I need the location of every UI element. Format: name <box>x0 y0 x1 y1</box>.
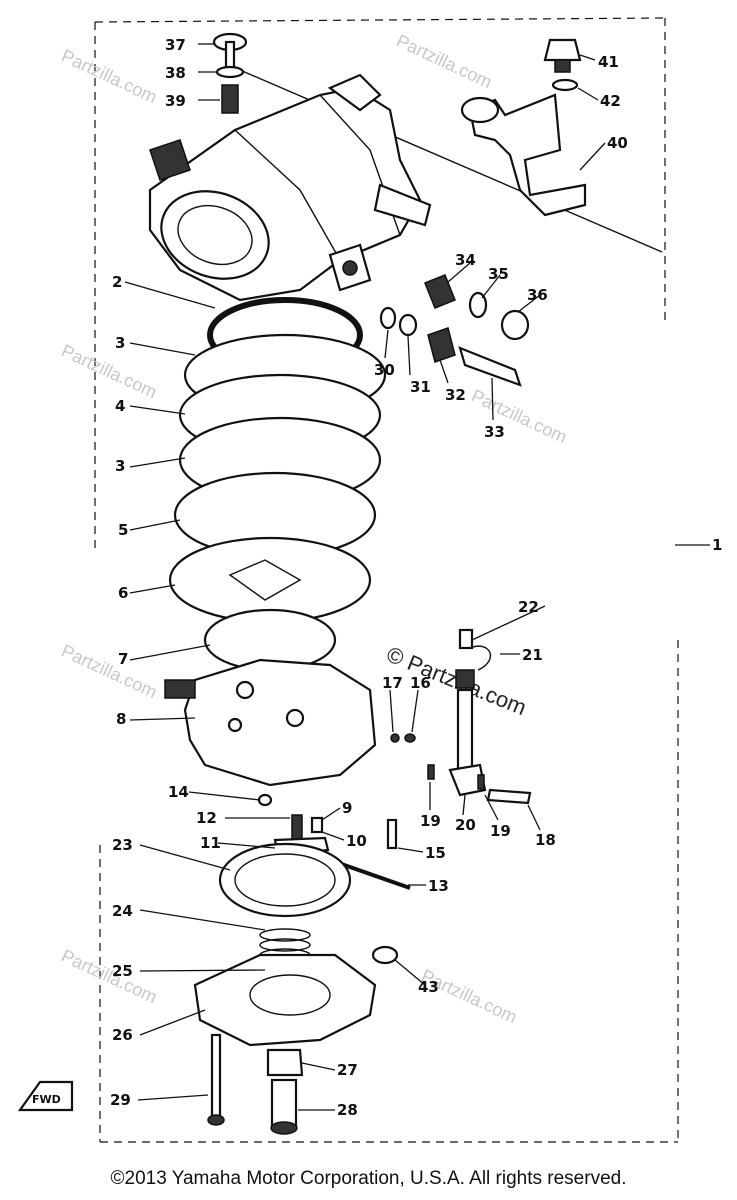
carburetor-body <box>148 73 432 302</box>
callout-3: 3 <box>115 334 125 352</box>
callout-6: 6 <box>118 584 128 602</box>
callout-15: 15 <box>425 844 446 862</box>
callout-22: 22 <box>518 598 539 616</box>
callout-7: 7 <box>118 650 128 668</box>
callout-30: 30 <box>374 361 395 379</box>
copyright-notice: ©2013 Yamaha Motor Corporation, U.S.A. A… <box>110 1168 627 1189</box>
callout-32: 32 <box>445 386 466 404</box>
callout-33: 33 <box>484 423 505 441</box>
callout-38: 38 <box>165 64 186 82</box>
callout-13: 13 <box>428 877 449 895</box>
callout-31: 31 <box>410 378 431 396</box>
callout-42: 42 <box>600 92 621 110</box>
callout-41: 41 <box>598 53 619 71</box>
callout-1: 1 <box>712 536 722 554</box>
callout-18: 18 <box>535 831 556 849</box>
watermark-text: Partzilla.com <box>58 340 160 402</box>
bottom-fasteners <box>207 1033 304 1135</box>
callout-24: 24 <box>112 902 133 920</box>
callout-9: 9 <box>342 799 352 817</box>
callout-26: 26 <box>112 1026 133 1044</box>
callout-11: 11 <box>200 834 221 852</box>
watermark-text: Partzilla.com <box>418 965 520 1027</box>
callout-3: 3 <box>115 457 125 475</box>
diaphragm <box>218 842 352 918</box>
watermark-text: Partzilla.com <box>58 45 160 107</box>
callout-40: 40 <box>607 134 628 152</box>
callout-25: 25 <box>112 962 133 980</box>
callout-34: 34 <box>455 251 476 269</box>
callout-19: 19 <box>420 812 441 830</box>
callout-27: 27 <box>337 1061 358 1079</box>
needle-valve <box>390 628 532 805</box>
callout-39: 39 <box>165 92 186 110</box>
fwd-label: FWD <box>32 1093 61 1106</box>
gasket-stack <box>168 333 387 672</box>
pump-body <box>164 658 377 787</box>
leader-lines <box>124 43 710 1111</box>
callout-12: 12 <box>196 809 217 827</box>
callout-28: 28 <box>337 1101 358 1119</box>
callout-5: 5 <box>118 521 128 539</box>
forward-arrow: FWD <box>17 1080 74 1112</box>
callout-35: 35 <box>488 265 509 283</box>
pump-cover <box>193 945 399 1047</box>
callout-20: 20 <box>455 816 476 834</box>
callout-labels: 1 2 3 3 4 5 6 7 8 9 10 11 12 13 14 15 16… <box>110 36 722 1119</box>
callout-4: 4 <box>115 397 125 415</box>
callout-14: 14 <box>168 783 189 801</box>
callout-43: 43 <box>418 978 439 996</box>
callout-19: 19 <box>490 822 511 840</box>
callout-2: 2 <box>112 273 122 291</box>
callout-37: 37 <box>165 36 186 54</box>
watermark-text: Partzilla.com <box>393 30 495 92</box>
mixture-screw-set <box>379 274 530 387</box>
watermark-text: Partzilla.com <box>58 640 160 702</box>
idle-screw-set <box>212 32 248 114</box>
callout-17: 17 <box>382 674 403 692</box>
callout-21: 21 <box>522 646 543 664</box>
watermark-text: Partzilla.com <box>58 945 160 1007</box>
bracket-assembly <box>460 38 587 217</box>
callout-8: 8 <box>116 710 126 728</box>
callout-23: 23 <box>112 836 133 854</box>
callout-36: 36 <box>527 286 548 304</box>
callout-10: 10 <box>346 832 367 850</box>
callout-16: 16 <box>410 674 431 692</box>
callout-29: 29 <box>110 1091 131 1109</box>
